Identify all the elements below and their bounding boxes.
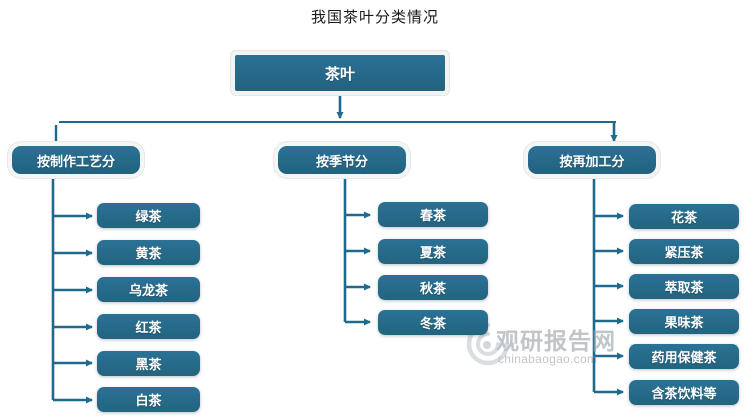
node-leaf-compressed-tea[interactable]: 紧压茶 [629, 239, 739, 264]
node-leaf-extracted-tea[interactable]: 萃取茶 [629, 274, 739, 299]
node-leaf-medicinal-tea[interactable]: 药用保健茶 [629, 344, 739, 369]
node-leaf-flower-tea[interactable]: 花茶 [629, 204, 739, 229]
node-leaf-green-tea[interactable]: 绿茶 [97, 203, 200, 228]
node-leaf-yellow-tea[interactable]: 黄茶 [97, 240, 200, 265]
node-category-by-season[interactable]: 按季节分 [278, 146, 406, 174]
node-leaf-dark-tea[interactable]: 黑茶 [97, 351, 200, 376]
node-leaf-spring-tea[interactable]: 春茶 [378, 202, 488, 227]
node-leaf-oolong-tea[interactable]: 乌龙茶 [97, 277, 200, 302]
node-leaf-winter-tea[interactable]: 冬茶 [378, 310, 488, 335]
node-leaf-white-tea[interactable]: 白茶 [97, 387, 200, 412]
node-leaf-autumn-tea[interactable]: 秋茶 [378, 275, 488, 300]
node-root-tea[interactable]: 茶叶 [235, 55, 445, 91]
node-leaf-fruit-tea[interactable]: 果味茶 [629, 309, 739, 334]
node-leaf-black-tea[interactable]: 红茶 [97, 314, 200, 339]
node-category-by-process[interactable]: 按制作工艺分 [12, 146, 140, 174]
page-title: 我国茶叶分类情况 [310, 10, 439, 26]
node-category-by-reprocess[interactable]: 按再加工分 [528, 146, 656, 174]
node-leaf-summer-tea[interactable]: 夏茶 [378, 239, 488, 264]
node-leaf-tea-beverage[interactable]: 含茶饮料等 [629, 380, 739, 405]
